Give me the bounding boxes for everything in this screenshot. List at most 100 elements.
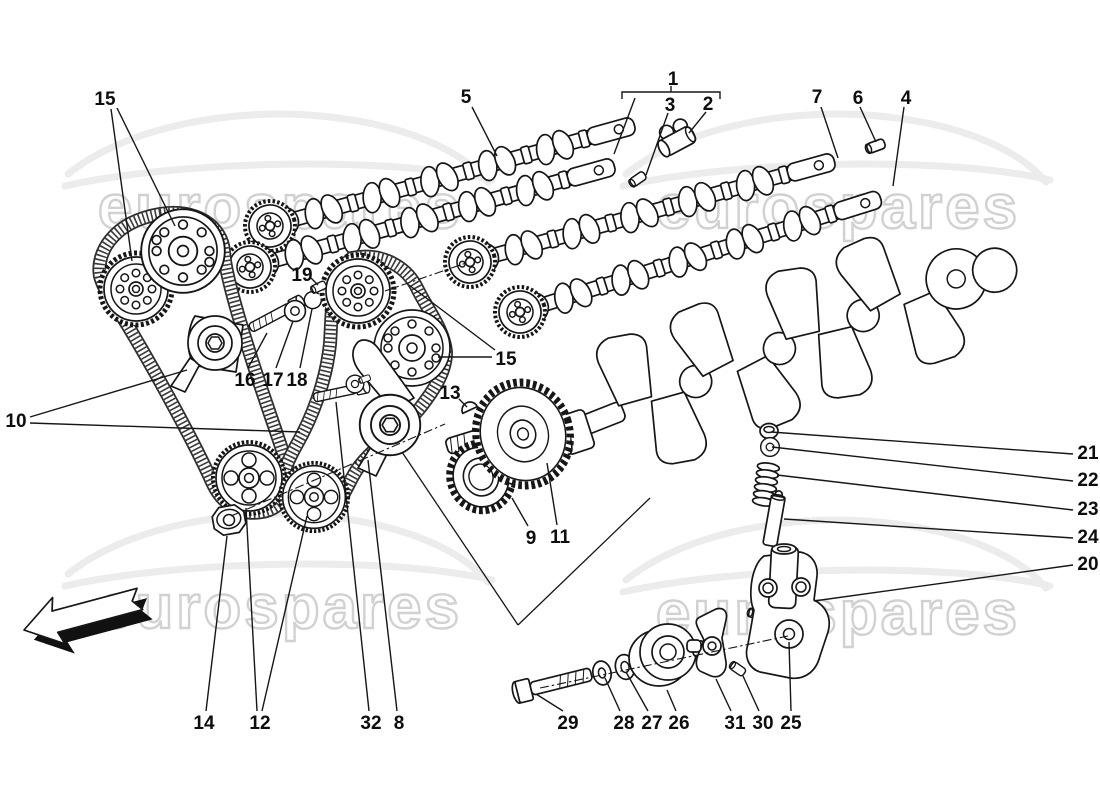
leader-line-19 — [310, 277, 319, 286]
part-label-14: 14 — [193, 713, 215, 734]
leader-line-23 — [776, 474, 1074, 511]
leader-line-26 — [666, 689, 677, 712]
leader-line-12 — [245, 507, 258, 712]
idler-roller-assembly — [511, 607, 748, 704]
part-label-30: 30 — [752, 713, 773, 734]
part-label-28: 28 — [613, 713, 634, 734]
car-silhouette-icon — [619, 566, 1054, 596]
part-label-6: 6 — [853, 88, 864, 109]
leader-line-16 — [247, 332, 268, 369]
drive-gear — [472, 378, 574, 490]
leader-line-17 — [275, 320, 294, 369]
cam-pulley-toothed-mid — [322, 255, 394, 327]
part-label-24: 24 — [1077, 527, 1099, 548]
car-silhouette-icon — [61, 560, 496, 590]
part-label-11: 11 — [550, 527, 571, 548]
part-label-29: 29 — [557, 713, 578, 734]
part-label-22: 22 — [1077, 470, 1098, 491]
leader-line-31 — [715, 678, 732, 712]
watermark-bottom-left: eurospares — [61, 510, 496, 643]
part-label-9: 9 — [526, 528, 537, 549]
leader-line-5 — [471, 106, 498, 157]
part-label-12: 12 — [249, 713, 270, 734]
part-label-7: 7 — [812, 87, 823, 108]
leader-line-32 — [335, 401, 370, 712]
part-label-8: 8 — [394, 713, 405, 734]
leader-line-10 — [29, 422, 301, 433]
leader-line-24 — [783, 518, 1074, 539]
part-label-13: 13 — [439, 383, 460, 404]
leader-line-15 — [116, 107, 176, 227]
hydraulic-tensioner-stack — [745, 422, 831, 680]
leader-line-25 — [788, 641, 792, 712]
watermark-bottom-right: eurospares — [619, 516, 1054, 649]
part-label-5: 5 — [461, 87, 472, 108]
timing-gear-assembly — [445, 378, 596, 515]
part-label-27: 27 — [641, 713, 662, 734]
idler-roller — [628, 623, 707, 687]
leader-line-22 — [771, 446, 1074, 482]
part-label-20: 20 — [1077, 554, 1098, 575]
assembly-axis — [539, 635, 789, 689]
car-silhouette-icon — [64, 110, 492, 186]
roller-bolt — [511, 667, 593, 704]
direction-arrow-icon — [23, 587, 153, 654]
part-label-32: 32 — [360, 713, 381, 734]
belt-tensioner-right — [352, 339, 422, 477]
cam-pulley-flanged-left — [140, 208, 226, 294]
tensioner-plunger — [762, 490, 786, 548]
belt-tensioner-left — [170, 315, 244, 393]
leader-line-21 — [770, 431, 1074, 455]
car-silhouette-icon — [619, 160, 1054, 190]
leader-line-27 — [625, 671, 649, 712]
leader-line-20 — [813, 564, 1074, 602]
assembly-axis — [230, 423, 446, 517]
leader-line-2 — [688, 111, 707, 134]
assembly-axis — [384, 262, 467, 292]
leader-line-14 — [205, 535, 228, 712]
leader-line-7 — [820, 106, 839, 159]
leader-line-9 — [511, 497, 529, 527]
leader-line-11 — [546, 462, 558, 526]
leader-line-15 — [408, 284, 496, 351]
leader-line-13 — [458, 398, 468, 408]
part-label-4: 4 — [901, 88, 912, 109]
leader-line-4 — [892, 106, 905, 187]
drive-pulley-left — [211, 440, 287, 516]
rocker-bracket — [686, 607, 728, 678]
part-label-15: 15 — [94, 89, 116, 110]
part-label-10: 10 — [5, 411, 26, 432]
part-label-21: 21 — [1077, 443, 1099, 464]
leader-line-29 — [535, 693, 564, 712]
cap — [759, 422, 779, 440]
part-label-16: 16 — [234, 370, 255, 391]
leader-line-28 — [604, 677, 621, 712]
pointer-line — [401, 451, 519, 626]
part-label-1: 1 — [668, 69, 679, 90]
leader-line-3 — [645, 112, 669, 176]
part-label-23: 23 — [1077, 499, 1098, 520]
leader-line-1 — [613, 97, 636, 155]
pointer-line — [517, 497, 651, 626]
washer — [591, 660, 613, 686]
watermark-text: eurospares — [98, 573, 462, 642]
washer — [283, 299, 307, 323]
woodruff-key — [461, 401, 479, 415]
part-label-3: 3 — [665, 95, 676, 116]
stop-pin — [727, 659, 748, 678]
tensioner-body — [745, 543, 831, 680]
tensioner-spring — [751, 462, 781, 507]
leader-line-18 — [299, 308, 313, 369]
part-label-25: 25 — [780, 713, 802, 734]
part-label-15: 15 — [495, 349, 517, 370]
part-label-18: 18 — [286, 370, 307, 391]
leader-line-8 — [367, 459, 398, 712]
leader-line-15 — [110, 108, 133, 262]
part-label-17: 17 — [262, 370, 283, 391]
leader-line-10 — [29, 369, 188, 418]
car-silhouette-icon — [622, 516, 1050, 592]
leader-line-6 — [859, 106, 877, 143]
